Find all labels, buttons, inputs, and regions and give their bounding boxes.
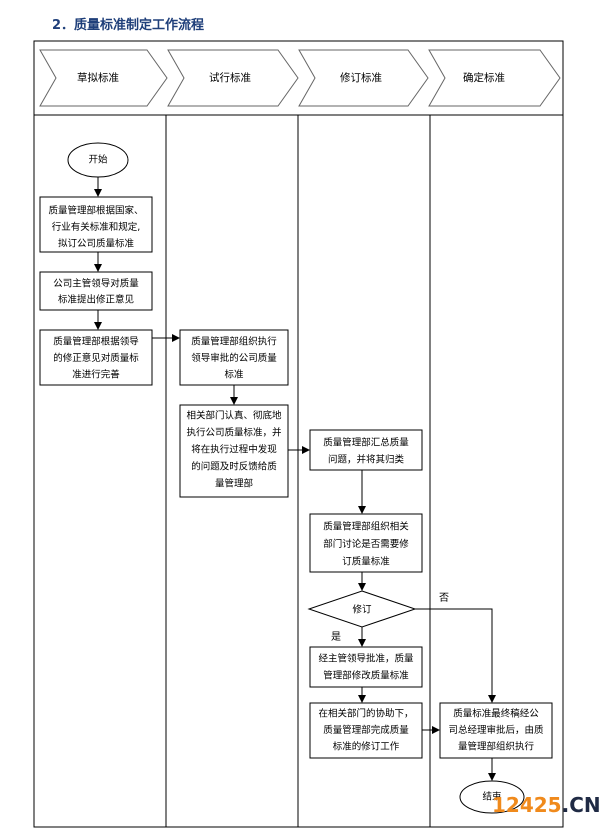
phase-chevron xyxy=(39,49,168,107)
node-text-line: 准进行完善 xyxy=(72,369,120,381)
node-text-line: 量管理部组织执行 xyxy=(458,741,535,753)
node-text-line: 质量管理部组织相关 xyxy=(323,521,409,533)
yes-label: 是 xyxy=(331,631,341,643)
node-text-line: 管理部修改质量标准 xyxy=(323,670,409,682)
node-text-line: 经主管领导批准，质量 xyxy=(318,653,414,665)
node-text-line: 标准 xyxy=(224,369,244,381)
process-box-refine xyxy=(39,329,153,386)
node-text-line: 标准的修订工作 xyxy=(333,741,400,753)
phase-chevron xyxy=(298,49,429,107)
end-terminator xyxy=(459,780,525,814)
node-text-line: 相关部门认真、彻底地 xyxy=(186,410,282,422)
node-text-line: 问题，并将其归类 xyxy=(328,454,405,466)
node-text-line: 量管理部 xyxy=(215,478,253,490)
phase-chevron xyxy=(428,49,561,107)
node-text-line: 质量管理部根据国家、 xyxy=(48,205,143,217)
process-box-execute-feedback xyxy=(179,404,289,498)
watermark-suffix: .CN xyxy=(561,793,601,817)
process-box-complete-revision xyxy=(309,702,423,759)
process-box-leader-review xyxy=(39,271,153,311)
node-text-line: 的问题及时反馈给质 xyxy=(191,461,277,473)
process-box-draft xyxy=(39,196,153,253)
node-text-line: 质量管理部完成质量 xyxy=(323,724,409,736)
page-title: 2．质量标准制定工作流程 xyxy=(52,18,205,33)
node-text-line: 在相关部门的协助下， xyxy=(318,708,413,720)
connectors xyxy=(94,177,496,781)
process-box-approve-modify xyxy=(309,646,423,688)
node-text-line: 质量管理部汇总质量 xyxy=(323,437,409,449)
node-text-line: 部门讨论是否需要修 xyxy=(323,538,409,550)
node-text-line: 将在执行过程中发现 xyxy=(191,444,277,456)
end-label: 结束 xyxy=(482,791,502,803)
node-text-line: 司总经理审批后，由质 xyxy=(448,724,544,736)
arrow-no-branch xyxy=(415,608,496,703)
node-text-line: 领导审批的公司质量 xyxy=(191,352,277,364)
node-text-line: 公司主管领导对质量 xyxy=(53,278,139,290)
node-text-line: 质量标准最终稿经公 xyxy=(453,708,539,720)
node-text-line: 行业有关标准和规定, xyxy=(52,221,141,233)
node-text-line: 质量管理部组织执行 xyxy=(191,336,277,348)
phase-label: 修订标准 xyxy=(340,71,382,84)
no-label: 否 xyxy=(439,592,449,604)
node-text-line: 质量管理部根据领导 xyxy=(53,336,139,348)
watermark-logo: 12425.CN xyxy=(492,793,601,817)
node-text-line: 拟订公司质量标准 xyxy=(58,238,135,250)
phase-chevron xyxy=(167,49,299,107)
phase-label: 试行标准 xyxy=(209,71,251,84)
node-text-line: 的修正意见对质量标 xyxy=(53,352,139,364)
node-text-line: 订质量标准 xyxy=(342,556,390,568)
phase-label: 草拟标准 xyxy=(77,71,119,84)
node-text-line: 标准提出修正意见 xyxy=(58,294,134,306)
phase-label: 确定标准 xyxy=(463,71,505,84)
watermark-number: 12425 xyxy=(492,793,562,817)
process-box-final-approval xyxy=(439,702,553,759)
node-text-line: 执行公司质量标准，并 xyxy=(186,427,282,439)
process-box-discuss xyxy=(309,513,423,573)
process-box-summarize xyxy=(309,429,423,471)
start-label: 开始 xyxy=(88,154,108,166)
decision-label: 修订 xyxy=(352,604,372,616)
